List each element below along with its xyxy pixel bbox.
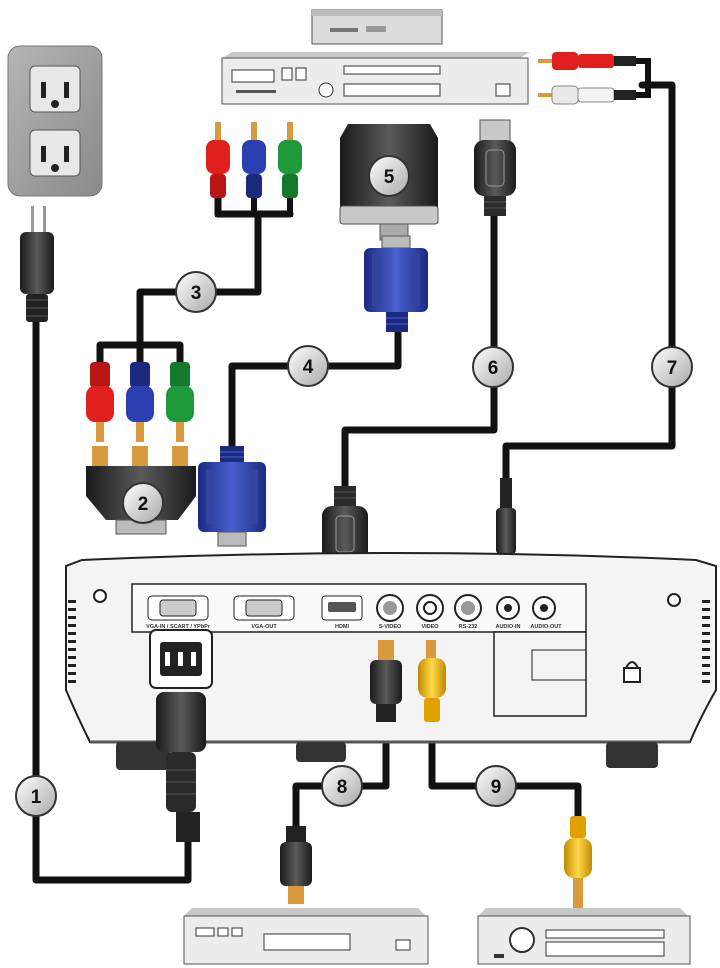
port-vga-in[interactable]: VGA-IN / SCART / YPbPr [146,595,211,630]
component-plugs-middle [86,362,194,442]
vcr-bottom-right [477,908,691,965]
composite-plug-bottom [564,816,592,908]
callout-number-1: 1 [31,787,42,808]
callout-number-2: 2 [138,494,149,515]
wall-outlet [7,45,103,197]
hdmi-plug-top [474,119,516,216]
callout-number-7: 7 [667,358,678,379]
audio-cable [502,81,676,482]
callout-9: 9 [475,765,517,807]
callout-number-5: 5 [384,167,395,188]
dvd-player-top [221,52,530,105]
port-label-rs232: RS-232 [459,624,478,630]
port-label-vga-in: VGA-IN / SCART / YPbPr [146,624,211,630]
callout-6: 6 [472,346,514,388]
power-cable [32,316,192,884]
vga-connector-middle [198,446,266,547]
composite-plug-top [418,640,446,722]
dvd-player-bottom-left [183,908,429,965]
port-label-audio-out: AUDIO-OUT [530,624,562,630]
svideo-plug-top [370,640,402,722]
port-video[interactable]: VIDEO [416,594,444,630]
callout-number-4: 4 [303,357,314,378]
callout-number-8: 8 [337,777,348,798]
vga-connector-top [364,235,428,332]
component-cable [136,194,262,346]
callout-3: 3 [175,271,217,313]
hdmi-cable [341,211,498,490]
dvd-player-top-small [311,9,443,45]
callout-7: 7 [651,346,693,388]
audio-rca-plugs [538,52,651,105]
component-plugs-top [206,122,302,198]
port-label-audio-in: AUDIO-IN [495,624,520,630]
port-label-hdmi: HDMI [335,624,350,630]
callout-badges: 1 2 3 4 5 6 7 8 [15,155,693,817]
port-label-video: VIDEO [421,624,439,630]
callout-2: 2 [122,482,164,524]
callout-number-9: 9 [491,777,502,798]
port-label-svideo: S-VIDEO [379,624,402,630]
svideo-plug-bottom [280,826,312,904]
component-cable-fanout [96,341,184,366]
callout-8: 8 [321,765,363,807]
port-rs232[interactable]: RS-232 [454,594,482,630]
port-svideo[interactable]: S-VIDEO [376,594,404,630]
port-label-vga-out: VGA-OUT [251,624,277,630]
port-audio-in[interactable]: AUDIO-IN [495,596,521,630]
power-cord-connector [156,692,206,842]
component-top-split [215,198,293,217]
callout-number-3: 3 [191,283,202,304]
callout-number-6: 6 [488,358,499,379]
port-hdmi[interactable]: HDMI [321,595,363,630]
port-audio-out[interactable]: AUDIO-OUT [530,596,562,630]
power-plug [20,206,54,322]
callout-5: 5 [368,155,410,197]
callout-4: 4 [287,345,329,387]
port-vga-out[interactable]: VGA-OUT [233,595,295,630]
io-ports: VGA-IN / SCART / YPbPr VGA-OUT HDMI S-VI… [146,594,562,630]
callout-1: 1 [15,775,57,817]
